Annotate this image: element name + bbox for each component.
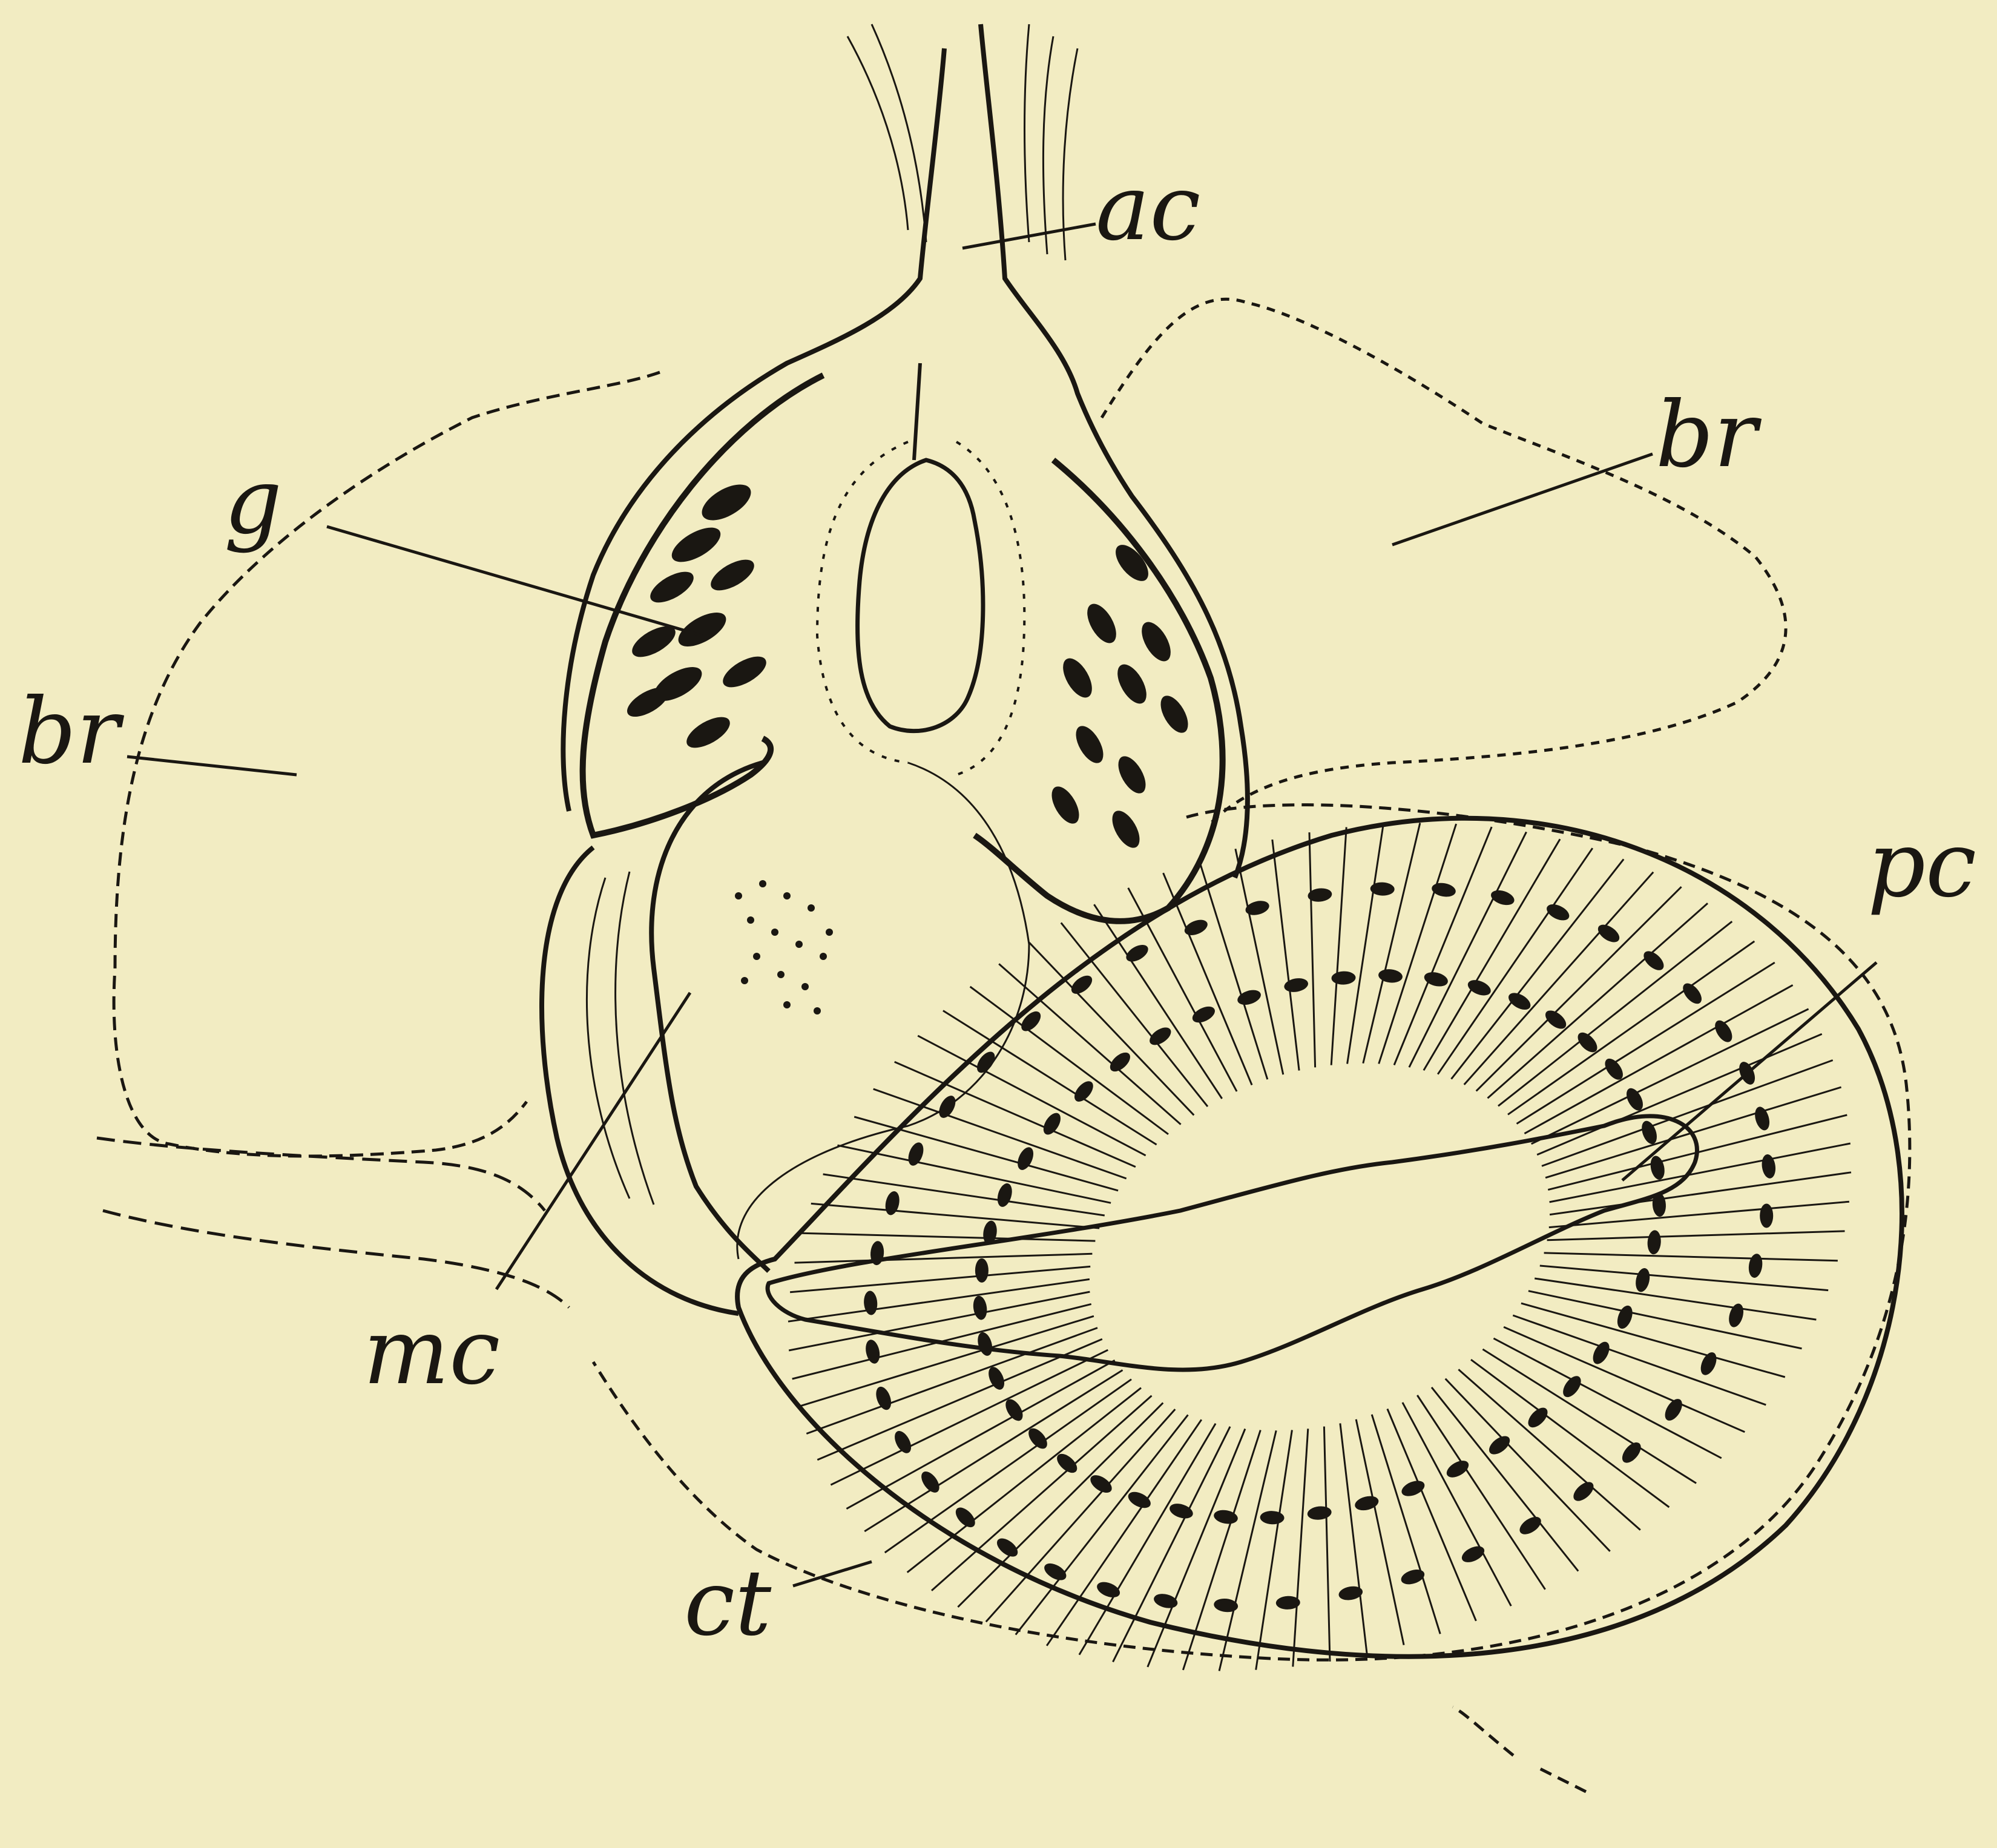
chamber-nucleus xyxy=(975,1258,989,1283)
label-br-right: br xyxy=(1656,383,1762,488)
label-g: g xyxy=(224,449,282,554)
label-mc: mc xyxy=(363,1300,500,1405)
label-ac: ac xyxy=(1096,156,1200,261)
label-pc: pc xyxy=(1867,812,1976,918)
chamber-nucleus xyxy=(1760,1204,1773,1228)
label-br-left: br xyxy=(18,679,125,784)
label-ct: ct xyxy=(684,1551,772,1656)
